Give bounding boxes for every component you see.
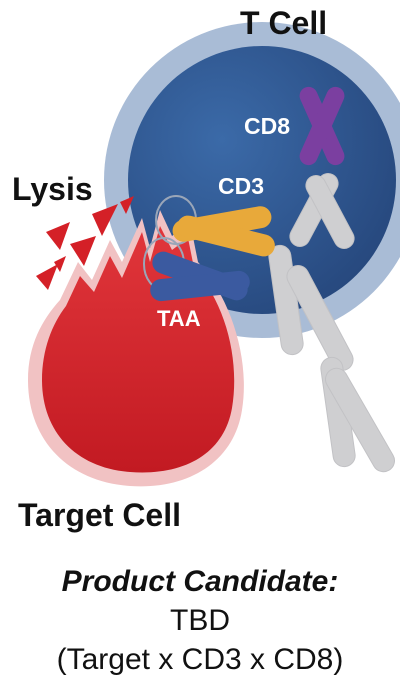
caption-candidate: TBD bbox=[170, 604, 230, 637]
lysis-fragment bbox=[54, 256, 66, 272]
taa-receptor bbox=[150, 251, 250, 302]
lysis-fragments bbox=[36, 196, 134, 290]
cd3-arm bbox=[177, 215, 275, 257]
t-cell-label: T Cell bbox=[240, 5, 327, 41]
lysis-label: Lysis bbox=[12, 171, 93, 207]
lysis-fragment bbox=[70, 236, 96, 266]
cd8-receptor bbox=[299, 86, 345, 166]
lysis-fragment bbox=[46, 222, 70, 250]
antibody-arm bbox=[305, 175, 355, 249]
antibody-arm bbox=[286, 265, 354, 371]
taa-arm bbox=[150, 270, 250, 302]
lysis-fragment bbox=[92, 204, 118, 236]
caption-targets: (Target x CD3 x CD8) bbox=[56, 643, 344, 676]
cd3-label: CD3 bbox=[218, 173, 264, 199]
antibody-arm bbox=[325, 367, 395, 473]
caption-title: Product Candidate: bbox=[61, 565, 339, 598]
target-cell-label: Target Cell bbox=[18, 497, 181, 533]
cd3-receptor bbox=[172, 206, 275, 257]
taa-label: TAA bbox=[157, 306, 201, 331]
lysis-fragment bbox=[120, 196, 134, 214]
cd8-arm bbox=[299, 86, 345, 166]
lysis-fragment bbox=[36, 264, 58, 290]
antibody bbox=[268, 173, 395, 473]
cd8-label: CD8 bbox=[244, 113, 290, 139]
